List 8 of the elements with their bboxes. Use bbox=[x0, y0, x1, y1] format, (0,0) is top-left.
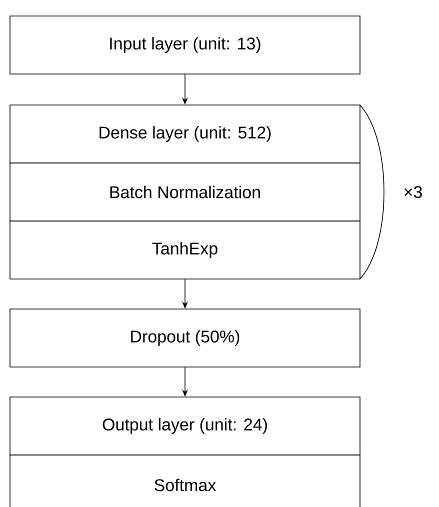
layer-box: Input layer (unit: 13) bbox=[10, 16, 360, 74]
layer-box: Batch Normalization bbox=[10, 162, 360, 222]
layer-box: Output layer (unit: 24) bbox=[10, 396, 360, 456]
layer-box: Softmax bbox=[10, 454, 360, 507]
layer-box: Dropout (50%) bbox=[10, 308, 360, 368]
repeat-label: ×3 bbox=[404, 186, 422, 198]
layer-box: TanhExp bbox=[10, 220, 360, 280]
layer-box: Dense layer (unit: 512) bbox=[10, 104, 360, 164]
